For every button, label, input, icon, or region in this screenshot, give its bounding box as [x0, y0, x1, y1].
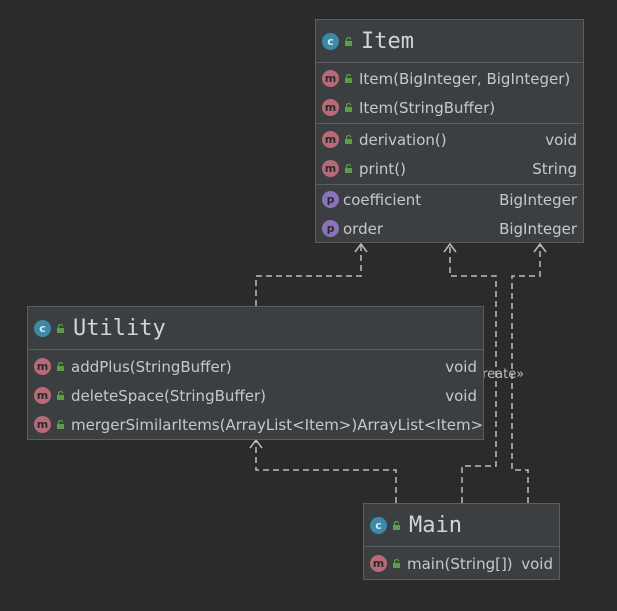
property-icon: p: [322, 220, 339, 237]
arrowhead-item-3: [533, 242, 547, 253]
class-icon: c: [322, 32, 339, 50]
constructors-section: m Item(BigInteger, BigInteger) m Item(St…: [316, 63, 583, 124]
class-main[interactable]: c Main m main(String[]) void: [363, 503, 560, 580]
member-type: void: [545, 130, 577, 149]
field-row[interactable]: p order BigInteger: [322, 214, 583, 243]
public-lock-icon: [344, 74, 353, 83]
edge-main-utility: [255, 440, 397, 503]
class-icon: c: [34, 319, 51, 337]
class-title: Utility: [73, 315, 166, 341]
arrowhead-item-1: [354, 242, 368, 253]
member-name: Item(BigInteger, BigInteger): [359, 69, 571, 88]
class-item-header: c Item: [316, 20, 583, 63]
member-name: print(): [359, 159, 406, 178]
property-icon: p: [322, 191, 339, 208]
methods-section: m addPlus(StringBuffer) void m deleteSpa…: [28, 350, 483, 439]
class-icon: c: [370, 516, 387, 534]
member-name: derivation(): [359, 130, 447, 149]
method-icon: m: [322, 70, 339, 87]
member-type: void: [445, 357, 477, 376]
public-lock-icon: [56, 420, 65, 429]
member-name: addPlus(StringBuffer): [71, 357, 232, 376]
method-icon: m: [322, 160, 339, 177]
public-lock-icon: [344, 135, 353, 144]
public-lock-icon: [56, 362, 65, 371]
field-row[interactable]: p coefficient BigInteger: [322, 185, 583, 214]
public-lock-icon: [344, 103, 353, 112]
method-icon: m: [34, 387, 51, 404]
class-utility-header: c Utility: [28, 307, 483, 350]
member-name: deleteSpace(StringBuffer): [71, 386, 266, 405]
member-name: main(String[]): [407, 554, 513, 573]
method-icon: m: [322, 99, 339, 116]
member-type: BigInteger: [499, 190, 577, 209]
public-lock-icon: [344, 164, 353, 173]
class-title: Main: [409, 512, 462, 538]
constructor-row[interactable]: m Item(StringBuffer): [322, 93, 583, 122]
methods-section: m derivation() void m print() String: [316, 124, 583, 185]
fields-section: p coefficient BigInteger p order BigInte…: [316, 185, 583, 243]
methods-section: m main(String[]) void: [364, 547, 559, 578]
arrowhead-item-2: [443, 242, 457, 253]
method-icon: m: [34, 358, 51, 375]
method-icon: m: [34, 416, 51, 433]
arrowhead-utility: [249, 438, 263, 449]
method-row[interactable]: m derivation() void: [322, 125, 583, 154]
public-lock-icon: [392, 559, 401, 568]
edge-main-item: [511, 244, 541, 503]
member-type: ArrayList<Item>: [357, 415, 484, 434]
method-row[interactable]: m print() String: [322, 154, 583, 183]
member-name: order: [343, 219, 383, 238]
public-lock-icon: [56, 391, 65, 400]
method-row[interactable]: m main(String[]) void: [370, 549, 559, 578]
class-item[interactable]: c Item m Item(BigInteger, BigInteger) m …: [315, 19, 584, 243]
public-lock-icon: [392, 520, 401, 530]
class-utility[interactable]: c Utility m addPlus(StringBuffer) void m…: [27, 306, 484, 440]
public-lock-icon: [344, 36, 353, 46]
constructor-row[interactable]: m Item(BigInteger, BigInteger): [322, 64, 583, 93]
method-icon: m: [370, 555, 387, 572]
method-row[interactable]: m mergerSimilarItems(ArrayList<Item>) Ar…: [34, 410, 483, 439]
member-type: void: [445, 386, 477, 405]
method-row[interactable]: m deleteSpace(StringBuffer) void: [34, 381, 483, 410]
class-title: Item: [361, 28, 414, 54]
member-type: String: [532, 159, 577, 178]
member-name: coefficient: [343, 190, 422, 209]
edge-utility-item: [255, 244, 362, 306]
method-row[interactable]: m addPlus(StringBuffer) void: [34, 352, 483, 381]
edge-main-item-create: [449, 244, 497, 503]
method-icon: m: [322, 131, 339, 148]
member-type: void: [521, 554, 553, 573]
member-type: BigInteger: [499, 219, 577, 238]
member-name: Item(StringBuffer): [359, 98, 496, 117]
public-lock-icon: [56, 323, 65, 333]
class-main-header: c Main: [364, 504, 559, 547]
member-name: mergerSimilarItems(ArrayList<Item>): [71, 415, 358, 434]
